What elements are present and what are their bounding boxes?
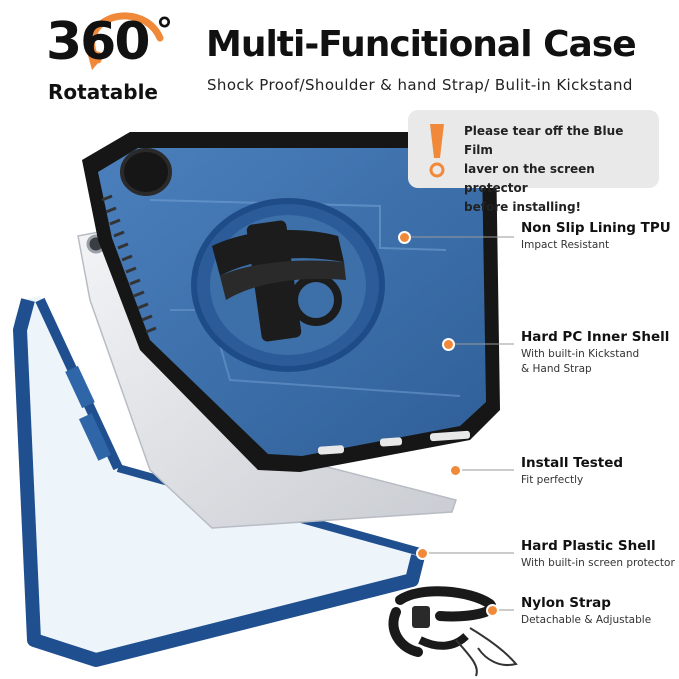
degree-symbol: °	[156, 11, 173, 51]
feature-desc: Impact Resistant	[521, 239, 610, 251]
rotation-degrees: 360	[46, 12, 151, 72]
callout-dot-tpu	[400, 233, 409, 242]
rotating-hand-strap	[191, 198, 385, 372]
page-title: Multi-Funcitional Case	[206, 24, 637, 65]
nylon-strap	[388, 586, 518, 677]
callout-dot-install	[451, 466, 460, 475]
notice-line-2: laver on the screen protector	[464, 162, 595, 195]
callout-dot-plastic-shell	[418, 549, 427, 558]
feature-desc: & Hand Strap	[521, 363, 592, 375]
feature-desc: With built-in screen protector	[521, 557, 675, 569]
feature-hard-plastic-shell: Hard Plastic Shell With built-in screen …	[521, 538, 679, 571]
feature-non-slip-tpu: Non Slip Lining TPU Impact Resistant	[521, 220, 679, 253]
feature-hard-pc-shell: Hard PC Inner Shell With built-in Kickst…	[521, 329, 679, 377]
notice-line-3: before installing!	[464, 200, 582, 214]
feature-install-tested: Install Tested Fit perfectly	[521, 455, 679, 488]
feature-title: Hard Plastic Shell	[521, 538, 656, 554]
exclamation-icon	[429, 124, 445, 178]
feature-desc: Fit perfectly	[521, 474, 584, 486]
notice-line-1: Please tear off the Blue Film	[464, 124, 624, 157]
feature-desc: Detachable & Adjustable	[521, 614, 652, 626]
callout-dot-pc-shell	[444, 340, 453, 349]
page-subtitle: Shock Proof/Shoulder & hand Strap/ Bulit…	[207, 76, 633, 94]
callout-dot-strap	[488, 606, 497, 615]
feature-title: Nylon Strap	[521, 595, 611, 611]
feature-title: Install Tested	[521, 455, 624, 471]
rotatable-label: Rotatable	[48, 80, 158, 104]
rotate-arrow-icon	[86, 12, 164, 70]
feature-nylon-strap: Nylon Strap Detachable & Adjustable	[521, 595, 679, 628]
feature-title: Non Slip Lining TPU	[521, 220, 671, 236]
leader-lines	[404, 236, 514, 611]
install-notice: Please tear off the Blue Film laver on t…	[408, 110, 659, 214]
feature-desc: With built-in Kickstand	[521, 348, 640, 360]
notice-text: Please tear off the Blue Film laver on t…	[464, 122, 654, 217]
feature-title: Hard PC Inner Shell	[521, 329, 670, 345]
